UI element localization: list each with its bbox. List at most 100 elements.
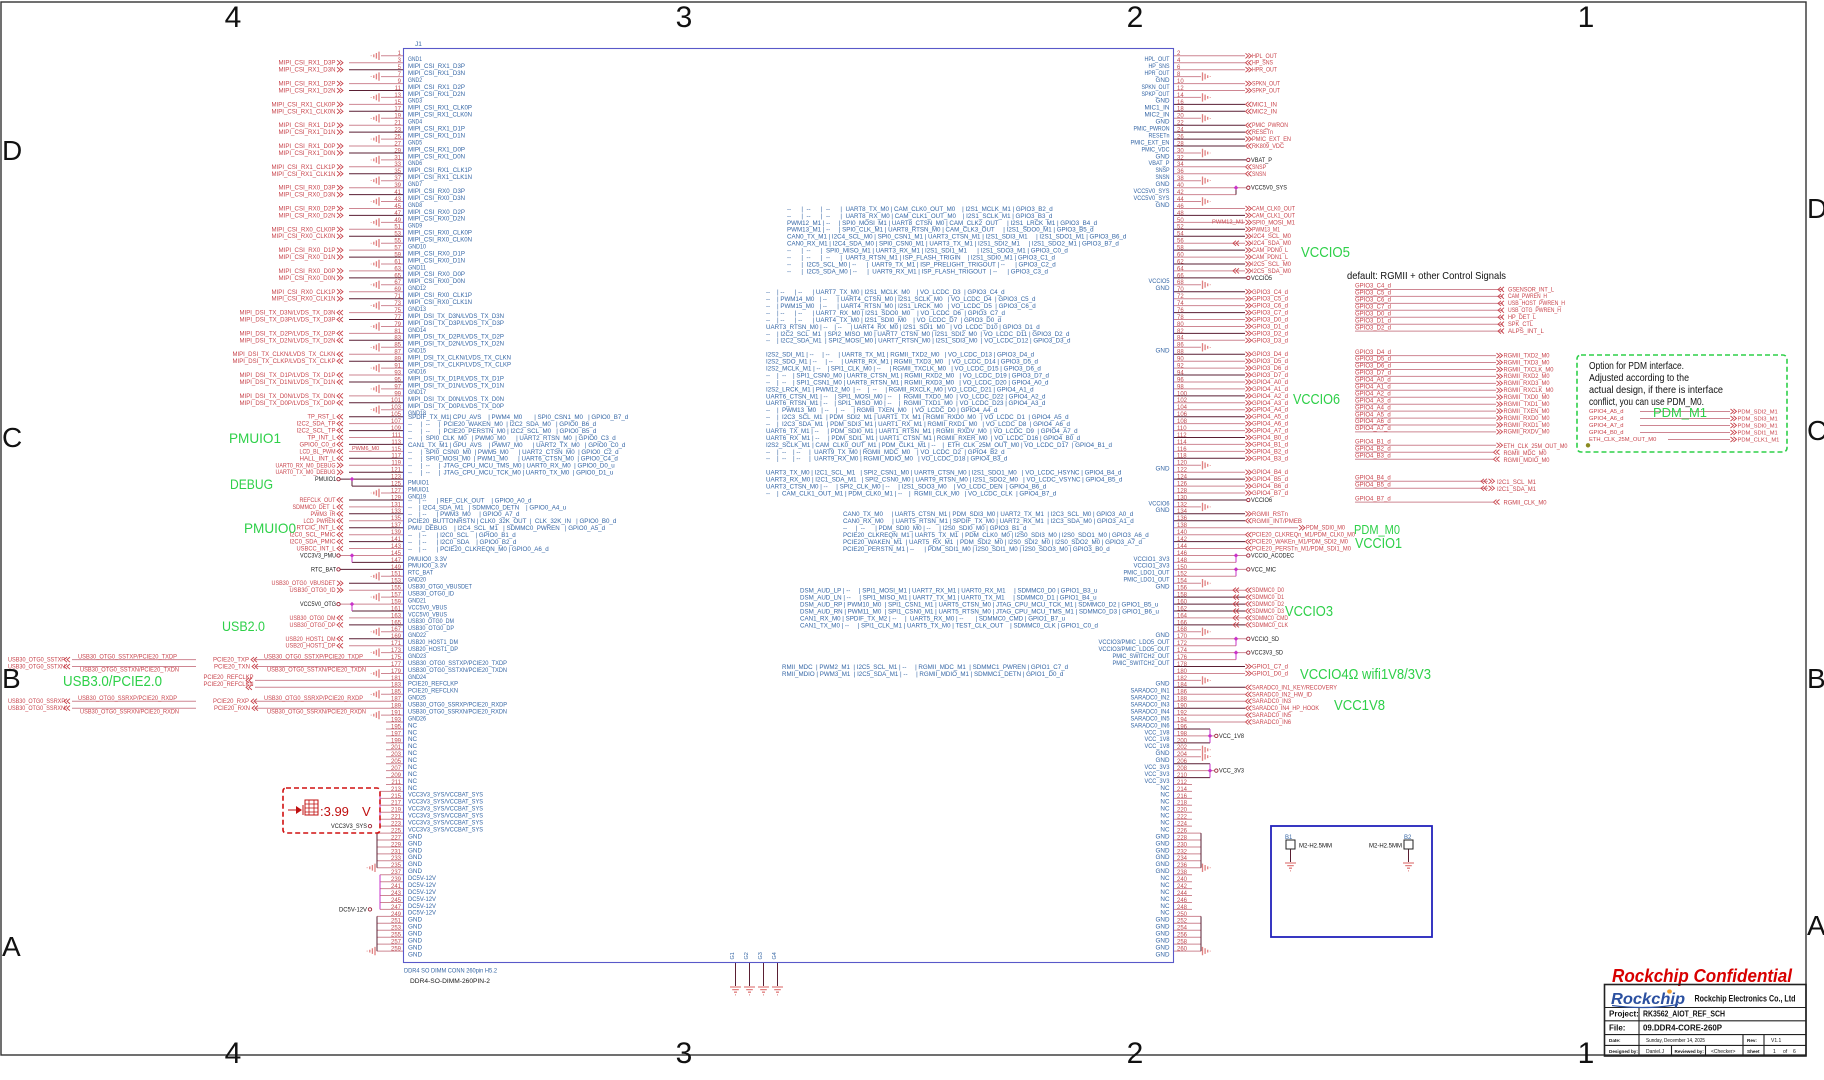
svg-text:GND: GND — [1156, 750, 1170, 757]
svg-text:-- | -- | PDM_SDI0_M: -- | -- | PDM_SDI0_M0 | -- | I2S0_SDI0_M… — [843, 525, 1027, 532]
svg-text:HP_SNS: HP_SNS — [1149, 63, 1170, 70]
svg-text:USB3.0/PCIE2.0: USB3.0/PCIE2.0 — [63, 673, 162, 690]
svg-text:134: 134 — [1177, 509, 1188, 515]
svg-text:237: 237 — [391, 870, 402, 876]
svg-text:109: 109 — [391, 426, 402, 432]
svg-text:SARADC0_IN2_HW_ID: SARADC0_IN2_HW_ID — [1252, 691, 1312, 698]
svg-text:GPIO4_B2_d: GPIO4_B2_d — [1252, 448, 1288, 455]
svg-text:PCIE20_RXP: PCIE20_RXP — [213, 698, 249, 705]
svg-text:GPIO0_C0_d: GPIO0_C0_d — [300, 441, 336, 448]
svg-text:SNSN: SNSN — [1156, 174, 1170, 181]
svg-text:147: 147 — [391, 558, 402, 564]
svg-text:RMII_MDC | PWM2_M1 | I2C5_SC: RMII_MDC | PWM2_M1 | I2C5_SCL_M1 | -- | … — [782, 664, 1069, 671]
svg-text:MIPI_DSI_TX_D0N/LVDS_TX_D0N: MIPI_DSI_TX_D0N/LVDS_TX_D0N — [240, 393, 336, 400]
svg-text:I2C0_SDA_PMIC: I2C0_SDA_PMIC — [290, 539, 336, 546]
svg-text:23: 23 — [394, 128, 401, 134]
svg-text:203: 203 — [391, 752, 402, 758]
svg-text:MIPI_CSI_RX1_CLK0P: MIPI_CSI_RX1_CLK0P — [272, 101, 336, 108]
svg-text:GND: GND — [408, 847, 422, 854]
svg-text:09.DDR4-CORE-260P: 09.DDR4-CORE-260P — [1643, 1023, 1722, 1033]
svg-text:MIPI_DSI_TX_CLKN/LVDS_TX_CLKN: MIPI_DSI_TX_CLKN/LVDS_TX_CLKN — [408, 355, 511, 362]
svg-text:SDMMC0_CMD: SDMMC0_CMD — [1252, 615, 1288, 622]
svg-text:21: 21 — [394, 121, 401, 127]
svg-text:NC: NC — [408, 729, 418, 736]
svg-text:GPIO4_B1_d: GPIO4_B1_d — [1355, 440, 1391, 446]
svg-text:CAN1_TX_M1 | GPU_AVS | PWM7: CAN1_TX_M1 | GPU_AVS | PWM7_M0 | UART2_T… — [408, 442, 626, 449]
svg-text:MIPI_DSI_TX_D1P/LVDS_TX_D1P: MIPI_DSI_TX_D1P/LVDS_TX_D1P — [240, 372, 336, 379]
svg-text:123: 123 — [391, 475, 402, 481]
svg-text:161: 161 — [391, 606, 402, 612]
svg-text:SARADC0_IN1_KEY/RECOVERY: SARADC0_IN1_KEY/RECOVERY — [1252, 684, 1338, 691]
svg-text:RGMII_CLK_M0: RGMII_CLK_M0 — [1504, 500, 1547, 507]
svg-text:GND: GND — [1156, 854, 1170, 861]
svg-text:MIPI_CSI_RX1_CLK1N: MIPI_CSI_RX1_CLK1N — [408, 174, 472, 181]
svg-text:GND: GND — [1156, 632, 1170, 639]
svg-text:-- | -- | SPI0_MIS: -- | -- | SPI0_MISO_M1 | UART3_RX_M1 | I… — [787, 248, 1068, 255]
svg-text:RGMII_TXD0_M0: RGMII_TXD0_M0 — [1504, 394, 1550, 401]
svg-text:170: 170 — [1177, 634, 1188, 640]
svg-text:8: 8 — [1177, 72, 1181, 78]
svg-text:VCCIO1_3V3: VCCIO1_3V3 — [1134, 563, 1170, 570]
svg-text:GPIO4_A7_d: GPIO4_A7_d — [1252, 428, 1288, 435]
svg-text:PWM6_M0: PWM6_M0 — [352, 446, 379, 452]
svg-text:HPL_OUT: HPL_OUT — [1145, 56, 1170, 63]
svg-text:205: 205 — [391, 759, 402, 765]
svg-text:84: 84 — [1177, 336, 1184, 342]
svg-text:38: 38 — [1177, 176, 1184, 182]
svg-text:PCIE20_WAKEn_M1/PDM_SDI2_M0: PCIE20_WAKEn_M1/PDM_SDI2_M0 — [1252, 539, 1348, 546]
svg-text:14: 14 — [1177, 93, 1184, 99]
svg-text:Sheet: Sheet — [1747, 1049, 1760, 1054]
svg-text:PMIC_PWRON: PMIC_PWRON — [1252, 122, 1288, 129]
svg-text::3.99: :3.99 — [320, 804, 349, 819]
svg-text:GND11: GND11 — [408, 264, 426, 271]
svg-text:VBAT_P: VBAT_P — [1149, 160, 1170, 167]
svg-text:NC: NC — [1160, 806, 1170, 813]
svg-text:16: 16 — [1177, 100, 1184, 106]
svg-text:PCIE20_CLKREQn_M1/PDM_CLK0_M0: PCIE20_CLKREQn_M1/PDM_CLK0_M0 — [1252, 532, 1355, 539]
svg-text:106: 106 — [1177, 412, 1188, 418]
svg-text:46: 46 — [1177, 204, 1184, 210]
svg-text:197: 197 — [391, 731, 402, 737]
svg-text:MIPI_DSI_TX_D1N/LVDS_TX_D1N: MIPI_DSI_TX_D1N/LVDS_TX_D1N — [240, 379, 336, 386]
svg-text:111: 111 — [392, 433, 402, 439]
svg-text:NC: NC — [1160, 820, 1170, 827]
svg-text:USB30_OTG0_SSRXN/PCIE20_RXDN: USB30_OTG0_SSRXN/PCIE20_RXDN — [408, 709, 507, 716]
svg-text:GPIO4_B3_d: GPIO4_B3_d — [1355, 453, 1391, 459]
svg-text:NC: NC — [408, 743, 418, 750]
svg-text:1: 1 — [1773, 1049, 1776, 1055]
svg-text:7: 7 — [398, 72, 402, 78]
svg-text:NC: NC — [1160, 896, 1170, 903]
svg-text:-- | -- | PCIE20_PER: -- | -- | PCIE20_PERSTN_M0 | I2C2_SCL_M0… — [408, 428, 597, 435]
svg-text:PCIE20_PERSTn_M1/PDM_SDI1_M0: PCIE20_PERSTn_M1/PDM_SDI1_M0 — [1252, 546, 1351, 553]
svg-text:2: 2 — [1127, 1, 1144, 34]
svg-text:MIC1_IN: MIC1_IN — [1145, 105, 1170, 112]
svg-text:255: 255 — [391, 933, 402, 939]
svg-text:-- | -- | REF_CLK_OUT: -- | -- | REF_CLK_OUT | GPIO0_A0_d — [408, 497, 532, 504]
svg-text:GPIO4_A6_d: GPIO4_A6_d — [1252, 421, 1288, 428]
svg-text:164: 164 — [1177, 613, 1188, 619]
svg-text:RMII_MDIO | PWM3_M1 | I2C5_SD: RMII_MDIO | PWM3_M1 | I2C5_SDA_M1 | -- |… — [782, 671, 1064, 678]
svg-text:USB20_HOST1_DM: USB20_HOST1_DM — [408, 639, 458, 646]
svg-text:1: 1 — [398, 51, 402, 57]
svg-text:124: 124 — [1177, 475, 1188, 481]
svg-text:92: 92 — [1177, 364, 1184, 370]
svg-text:176: 176 — [1177, 655, 1188, 661]
svg-text:GND13: GND13 — [408, 306, 426, 313]
svg-text:MIPI_CSI_RX0_D1P: MIPI_CSI_RX0_D1P — [279, 247, 336, 254]
svg-text:VCCIO6: VCCIO6 — [1251, 497, 1272, 504]
svg-text:12: 12 — [1177, 86, 1184, 92]
svg-text:221: 221 — [391, 815, 402, 821]
svg-text:-- | I2C3_SDA_M1 | PDM_SD: -- | I2C3_SDA_M1 | PDM_SDI3_M1 | UART1_R… — [766, 421, 1070, 428]
svg-text:11: 11 — [395, 86, 402, 92]
svg-text:40: 40 — [1177, 183, 1184, 189]
svg-text:54: 54 — [1177, 232, 1184, 238]
svg-text:39: 39 — [394, 183, 401, 189]
svg-text:61: 61 — [394, 259, 401, 265]
svg-text:RGMII_TXD1_M0: RGMII_TXD1_M0 — [1504, 401, 1550, 408]
svg-text:43: 43 — [394, 197, 401, 203]
svg-text:249: 249 — [391, 912, 402, 918]
svg-text:MIPI_DSI_TX_CLKP/LVDS_TX_CLKP: MIPI_DSI_TX_CLKP/LVDS_TX_CLKP — [408, 362, 511, 369]
svg-text:PMU_DEBUG | I2C4_SCL_M1 |: PMU_DEBUG | I2C4_SCL_M1 | SDMMC0_PWREN |… — [408, 525, 606, 532]
svg-text:GPIO4_B7_d: GPIO4_B7_d — [1252, 490, 1288, 497]
svg-text:251: 251 — [391, 919, 402, 925]
